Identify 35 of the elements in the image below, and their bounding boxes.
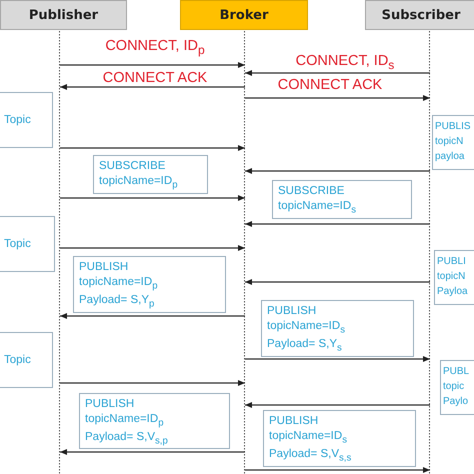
note-box: Topic: [0, 92, 53, 148]
message-arrow: [245, 221, 430, 227]
message-arrow: [60, 245, 245, 251]
message-arrow: [245, 168, 430, 174]
note-box: PUBLI topicN Payloa: [434, 250, 474, 305]
message-arrow: [60, 380, 245, 386]
message-arrow: [60, 84, 245, 90]
message-arrow: [245, 467, 430, 473]
message-arrow: [60, 195, 245, 201]
message-box: PUBLISH topicName=ID$_{p}$ Payload= S,V$_{s,p}$: [79, 393, 230, 449]
message-box: PUBLISH topicName=ID$_{s}$ Payload= S,V$_{s,s}$: [263, 410, 416, 467]
message-arrow: [245, 356, 430, 362]
note-box: Topic: [0, 216, 55, 272]
message-arrow: [60, 62, 245, 68]
edge-label: CONNECT ACK: [278, 77, 382, 93]
message-box: PUBLISH topicName=ID$_{s}$ Payload= S,Y$_{s}$: [261, 300, 414, 357]
message-arrow: [245, 402, 430, 408]
message-box: PUBLISH topicName=ID$_{p}$ Payload= S,Y$_{p}$: [73, 256, 226, 313]
message-arrow: [60, 313, 245, 319]
message-box: SUBSCRIBE topicName=ID$_{p}$: [93, 155, 208, 194]
message-arrow: [245, 70, 430, 76]
message-arrow: [245, 279, 430, 285]
note-box: Topic: [0, 332, 53, 388]
note-box: PUBLIS topicN payloa: [432, 115, 474, 170]
participant-header: Subscriber: [365, 0, 474, 30]
message-arrow: [245, 95, 430, 101]
edge-label: CONNECT, ID$_{p}$: [105, 38, 205, 57]
message-arrow: [60, 145, 245, 151]
participant-header: Publisher: [0, 0, 127, 30]
edge-label: CONNECT ACK: [102, 70, 208, 86]
note-box: PUBL topic Paylo: [440, 360, 474, 415]
edge-label: CONNECT, ID$_{s}$: [296, 53, 394, 72]
participant-header: Broker: [180, 0, 308, 30]
message-box: SUBSCRIBE topicName=ID$_{s}$: [272, 180, 412, 219]
message-arrow: [60, 449, 245, 455]
